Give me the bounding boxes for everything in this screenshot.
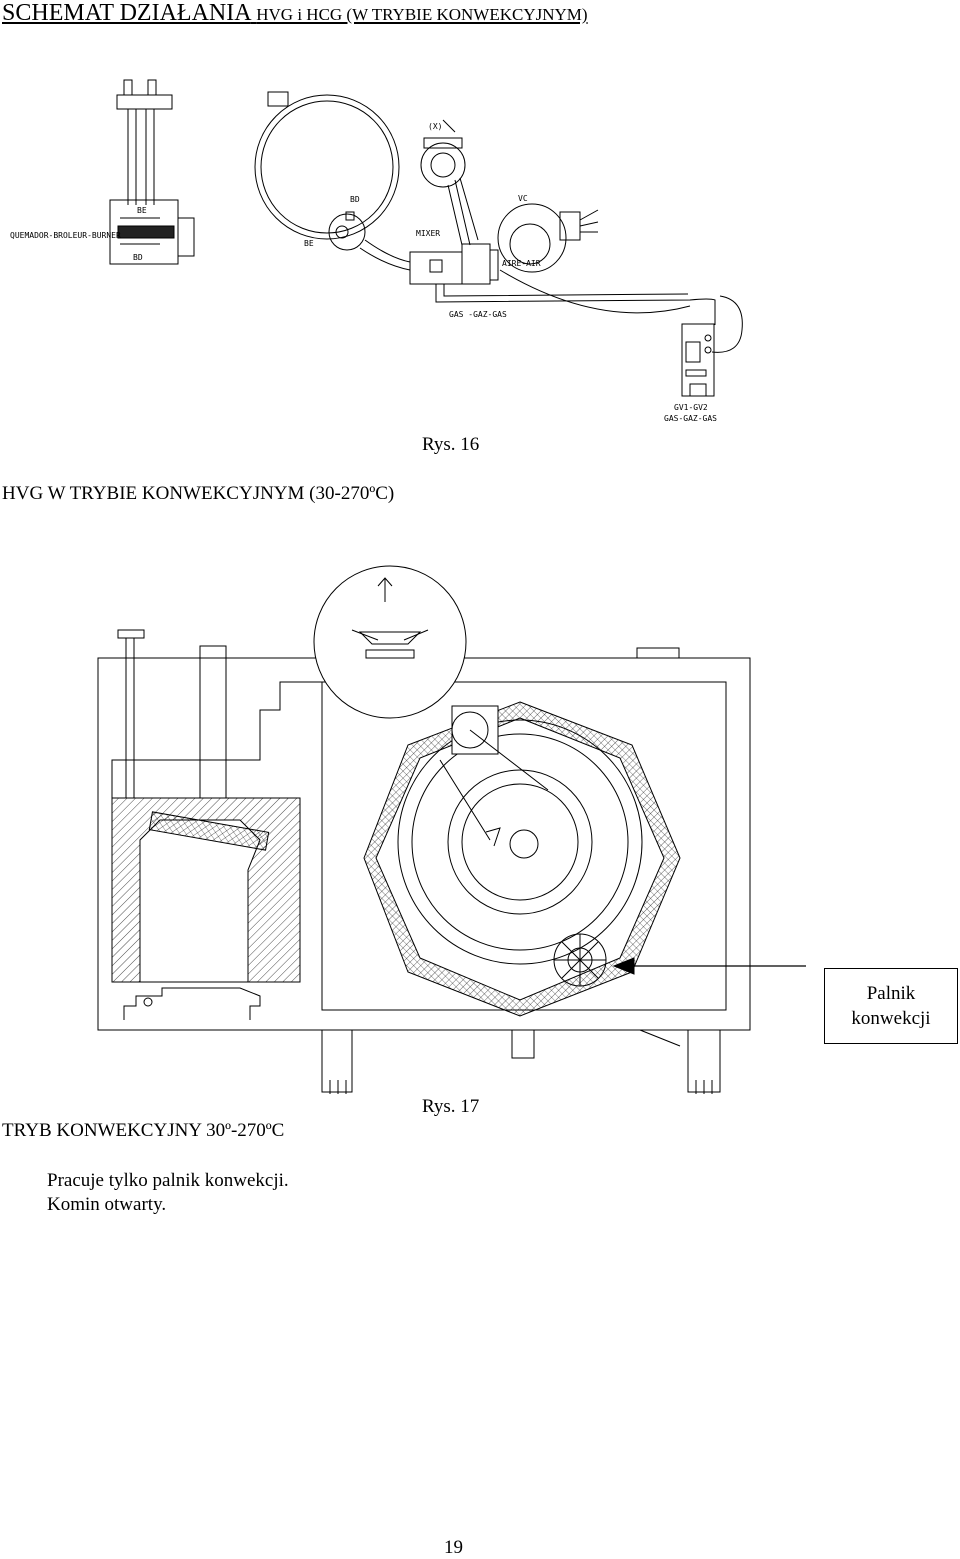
chimney-detail xyxy=(313,565,467,719)
description-line-1: Pracuje tylko palnik konwekcji. xyxy=(47,1170,289,1191)
label-vc: VC xyxy=(518,194,528,203)
figure2-caption: Rys. 17 xyxy=(422,1096,480,1117)
page-title: SCHEMAT DZIAŁANIA HVG i HCG (W TRYBIE KO… xyxy=(2,0,588,27)
description-line-2: Komin otwarty. xyxy=(47,1194,167,1215)
convection-burner-element xyxy=(148,811,270,851)
thermocouple-ring xyxy=(328,213,366,251)
label-mixer: MIXER xyxy=(416,229,440,238)
label-gv: GV1-GV2 xyxy=(674,403,708,412)
label-be-1: BE xyxy=(137,206,147,215)
label-bd-1: BD xyxy=(133,253,143,262)
burner-top-bracket xyxy=(116,94,173,110)
section2-heading: TRYB KONWEKCYJNY 30º-270ºC xyxy=(2,1120,285,1141)
section1-heading: HVG W TRYBIE KONWEKCYJNYM (30-270ºC) xyxy=(2,483,395,504)
label-bd-2: BD xyxy=(350,195,360,204)
label-gas2: GAS-GAZ-GAS xyxy=(664,414,717,423)
label-burner: QUEMADOR-BROLEUR-BURNER xyxy=(10,231,121,240)
sensor-x xyxy=(420,142,466,188)
callout-line-1: Palnik xyxy=(866,983,916,1004)
burner-grid xyxy=(117,225,175,239)
title-subtitle: HVG i HCG (W TRYBIE KONWEKCYJNYM) xyxy=(256,5,588,24)
label-air: AIRE-AIR xyxy=(502,259,541,268)
label-be-2: BE xyxy=(304,239,314,248)
title-main-text: SCHEMAT DZIAŁANIA xyxy=(2,0,251,26)
label-x: (X) xyxy=(428,122,442,131)
figure1-caption: Rys. 16 xyxy=(422,434,480,455)
fan-ring-1 xyxy=(397,719,643,965)
pipe-loop xyxy=(254,94,400,240)
label-gas: GAS -GAZ-GAS xyxy=(449,310,507,319)
page-number: 19 xyxy=(444,1537,463,1558)
gas-schematic-diagram: QUEMADOR-BROLEUR-BURNER BE BD BD BE (X) … xyxy=(10,79,743,423)
oven-section-diagram xyxy=(97,565,806,1094)
callout-line-2: konwekcji xyxy=(851,1008,931,1029)
fan-vc xyxy=(497,203,567,273)
callout-convection-burner: Palnik konwekcji xyxy=(824,968,958,1044)
